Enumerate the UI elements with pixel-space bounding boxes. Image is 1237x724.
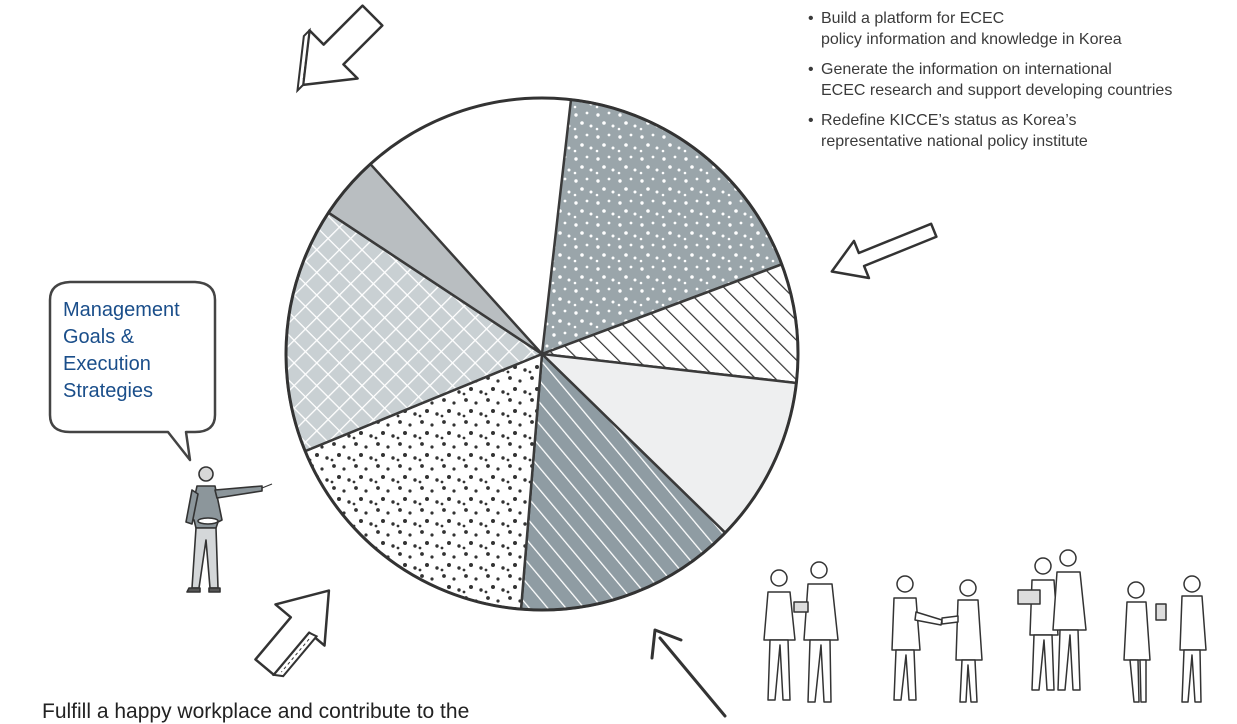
bullet-line-2: ECEC research and support developing cou… (821, 82, 1173, 99)
speech-line: Execution (63, 353, 151, 375)
people-pair-2 (891, 575, 983, 703)
business-people-icon (763, 549, 1207, 703)
bullet-list: Build a platform for ECEC policy informa… (808, 8, 1233, 161)
bullet-line-2: representative national policy institute (821, 133, 1088, 150)
speech-line: Goals & (63, 326, 135, 348)
speech-line: Strategies (63, 380, 154, 402)
arrow-bottom-right-icon (650, 628, 727, 718)
bullet-line-1: Generate the information on internationa… (821, 61, 1112, 78)
bottom-caption: Fulfill a happy workplace and contribute… (42, 700, 470, 723)
people-pair-4 (1123, 575, 1207, 703)
bullet-item: Build a platform for ECEC policy informa… (808, 8, 1233, 50)
presenter-figure-icon (185, 466, 273, 593)
arrow-top-left-icon (296, 4, 384, 94)
people-pair-1 (763, 561, 839, 703)
speech-line: Management (63, 299, 180, 321)
bullet-item: Redefine KICCE’s status as Korea’s repre… (808, 110, 1233, 152)
speech-bubble-text: Management Goals & Execution Strategies (63, 297, 213, 405)
arrow-right-icon (830, 222, 938, 280)
speech-bubble-icon (48, 280, 217, 462)
arrow-bottom-left-icon (254, 589, 331, 678)
bullet-line-1: Build a platform for ECEC (821, 10, 1005, 27)
bullet-line-1: Redefine KICCE’s status as Korea’s (821, 112, 1077, 129)
people-pair-3 (1017, 549, 1087, 691)
pie-outline (284, 96, 800, 612)
pie-chart (284, 96, 800, 612)
bullet-line-2: policy information and knowledge in Kore… (821, 31, 1122, 48)
bullet-item: Generate the information on internationa… (808, 59, 1233, 101)
